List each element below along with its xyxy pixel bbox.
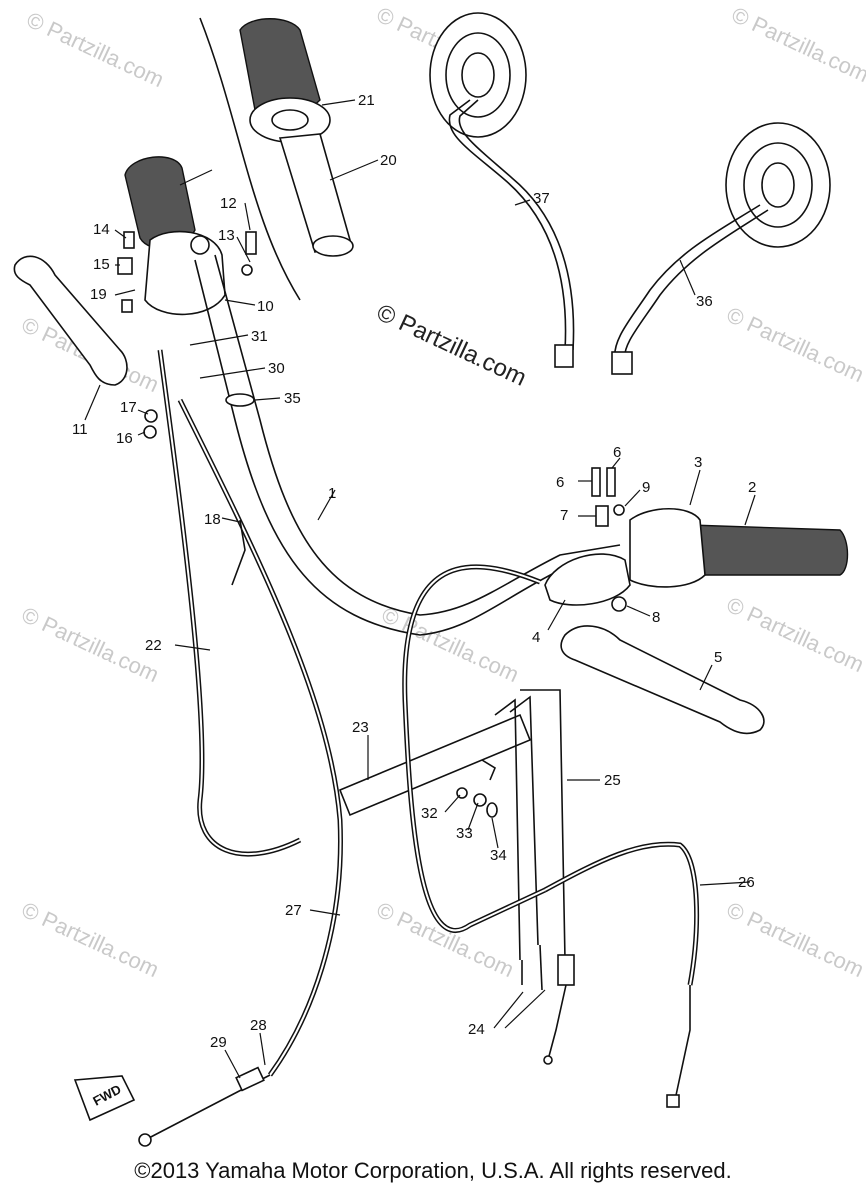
part-label-4: 4	[532, 629, 540, 646]
part-label-23: 23	[352, 719, 369, 736]
grip-21	[239, 18, 331, 143]
part-label-15: 15	[93, 256, 110, 273]
part-label-6b: 6	[556, 474, 564, 491]
clutch-holder	[144, 230, 226, 316]
part-label-20: 20	[380, 152, 397, 169]
part-label-8: 8	[652, 609, 660, 626]
leader-lines	[84, 99, 756, 1079]
right-grip-2	[689, 524, 849, 576]
watermark: © Partzilla.com	[723, 897, 866, 982]
part-label-2: 2	[748, 479, 756, 496]
part-label-1: 1	[328, 485, 336, 502]
watermark: © Partzilla.com	[723, 592, 866, 677]
part-labels: 1 2 3 4 5 6 6 7 8 9 10 11 12 13 14 15 16…	[72, 92, 756, 1051]
small-hardware-left	[117, 231, 257, 439]
mirror-37	[429, 12, 575, 368]
throttle-housing-3	[629, 507, 706, 588]
part-label-19: 19	[90, 286, 107, 303]
watermark: © Partzilla.com	[18, 897, 163, 982]
throttle-tube-20	[278, 133, 354, 257]
part-label-5: 5	[714, 649, 722, 666]
brake-lever-5	[560, 625, 765, 735]
part-label-35: 35	[284, 390, 301, 407]
part-label-29: 29	[210, 1034, 227, 1051]
part-label-24: 24	[468, 1021, 485, 1038]
part-label-34: 34	[490, 847, 507, 864]
inset-divider	[199, 17, 301, 301]
main-watermark: © Partzilla.com	[372, 299, 530, 392]
cables	[138, 349, 700, 1147]
small-hardware-right	[591, 467, 627, 612]
wire-18	[231, 519, 246, 586]
watermark: © Partzilla.com	[378, 602, 523, 687]
part-label-11: 11	[72, 421, 88, 438]
watermark: © Partzilla.com	[373, 897, 518, 982]
part-label-14: 14	[93, 221, 110, 238]
part-label-9: 9	[642, 479, 650, 496]
watermark: © Partzilla.com	[723, 302, 866, 387]
part-label-27: 27	[285, 902, 302, 919]
part-label-31: 31	[251, 328, 268, 345]
part-label-13: 13	[218, 227, 235, 244]
part-label-36: 36	[696, 293, 713, 310]
watermark: © Partzilla.com	[728, 2, 866, 87]
part-label-25: 25	[604, 772, 621, 789]
watermark: © Partzilla.com	[23, 7, 168, 92]
part-label-18: 18	[204, 511, 221, 528]
handlebar-1	[194, 254, 621, 636]
part-label-10: 10	[257, 298, 274, 315]
mirror-36	[611, 122, 831, 375]
part-label-37: 37	[533, 190, 550, 207]
part-label-22: 22	[145, 637, 162, 654]
clutch-lever-11	[13, 255, 128, 386]
part-label-32: 32	[421, 805, 438, 822]
copyright-notice: ©2013 Yamaha Motor Corporation, U.S.A. A…	[134, 1158, 732, 1183]
part-label-17: 17	[120, 399, 137, 416]
clamp-35	[225, 393, 255, 407]
watermark: © Partzilla.com	[18, 602, 163, 687]
fwd-arrow: FWD	[73, 1075, 136, 1122]
part-label-28: 28	[250, 1017, 267, 1034]
part-label-3: 3	[694, 454, 702, 471]
part-label-6: 6	[613, 444, 621, 461]
part-label-21: 21	[358, 92, 375, 109]
brake-holder-4	[544, 553, 631, 606]
part-label-26: 26	[738, 874, 755, 891]
part-label-16: 16	[116, 430, 133, 447]
part-label-7: 7	[560, 507, 568, 524]
part-label-12: 12	[220, 195, 237, 212]
part-label-30: 30	[268, 360, 285, 377]
part-label-33: 33	[456, 825, 473, 842]
